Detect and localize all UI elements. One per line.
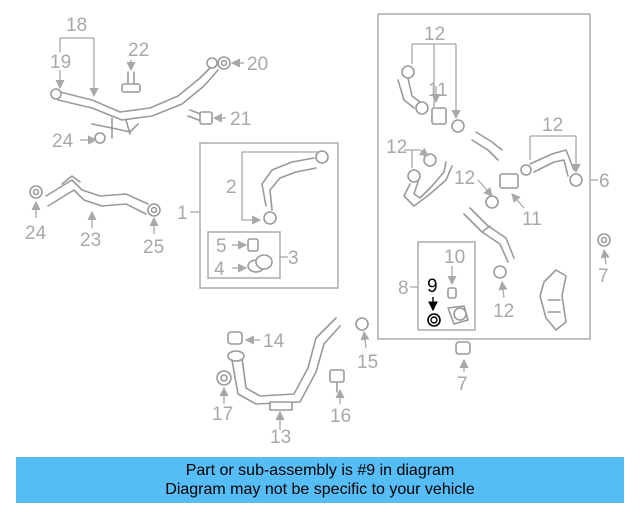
callout-25: 25 [143,237,164,258]
clamp-7-bottom-icon [455,341,471,355]
hose-lower-center [463,207,515,263]
callout-16: 16 [330,406,351,427]
part-info-banner: Part or sub-assembly is #9 in diagram Di… [16,457,624,503]
connector-11-lower [485,173,519,209]
callout-7b: 7 [457,374,468,395]
seal-5-icon [247,238,259,252]
callout-19: 19 [50,52,71,73]
callout-14: 14 [263,331,285,352]
clamp-20-icon [217,56,231,70]
callout-24b: 24 [25,223,47,244]
callout-1: 1 [177,203,188,224]
bolt-16-icon [329,369,345,393]
bolt-22-icon [121,71,141,93]
callout-4: 4 [214,259,225,280]
hose-upper-left [397,65,429,115]
callout-12a: 12 [424,24,445,45]
callout-23: 23 [80,230,101,251]
callout-8: 8 [398,278,409,299]
callout-20: 20 [247,54,268,75]
o-ring-4-icon [247,254,273,273]
callout-18: 18 [66,15,87,36]
hose-upper-right [471,131,583,187]
clamp-15-icon [355,317,369,331]
callout-2: 2 [226,177,237,198]
hose-23 [45,175,149,215]
clamp-25-icon [147,203,161,217]
callout-12c: 12 [542,115,563,136]
clamp-2-top-icon [315,150,329,164]
clamp-2-bottom-icon [263,211,277,225]
clamp-7-right-icon [597,233,611,247]
hose-lower-right [539,269,567,331]
callout-15: 15 [357,352,378,373]
hose-13 [227,317,341,411]
callout-7a: 7 [598,266,609,287]
clamp-24-icon [29,185,43,199]
hose-2 [261,157,317,211]
callout-13: 13 [270,427,291,448]
hose-middle-left [403,153,453,207]
group-box-6 [377,13,591,340]
parts-diagram: 18 19 24 22 20 21 24 23 25 1 2 3 5 4 [25,13,611,448]
callout-6: 6 [599,171,610,192]
callout-24: 24 [52,131,74,152]
callout-9-highlighted: 9 [427,276,438,297]
callout-3: 3 [288,248,299,269]
banner-line-1: Part or sub-assembly is #9 in diagram [185,462,455,479]
clamp-14-icon [227,331,243,345]
o-ring-9-icon [427,313,441,327]
callout-12b: 12 [386,137,407,158]
clamp-12e-icon [493,265,507,279]
callout-22: 22 [128,40,149,61]
connector-10 [447,287,469,325]
callout-10: 10 [444,247,465,268]
coolant-pipe-assembly-18 [50,57,219,144]
callout-17: 17 [212,404,233,425]
callout-12e: 12 [493,301,514,322]
callout-12d: 12 [454,168,475,189]
callout-5: 5 [216,236,227,257]
banner-line-2: Diagram may not be specific to your vehi… [165,481,475,498]
group-box-3 [207,231,281,279]
group-box-8 [417,241,476,331]
callout-11b: 11 [522,209,542,230]
clamp-17-icon [216,370,232,386]
connector-11-upper [431,107,465,133]
bolt-21-icon [187,109,213,125]
group-box-1 [199,142,339,289]
callout-11a: 11 [428,80,448,101]
callout-21: 21 [230,109,251,130]
